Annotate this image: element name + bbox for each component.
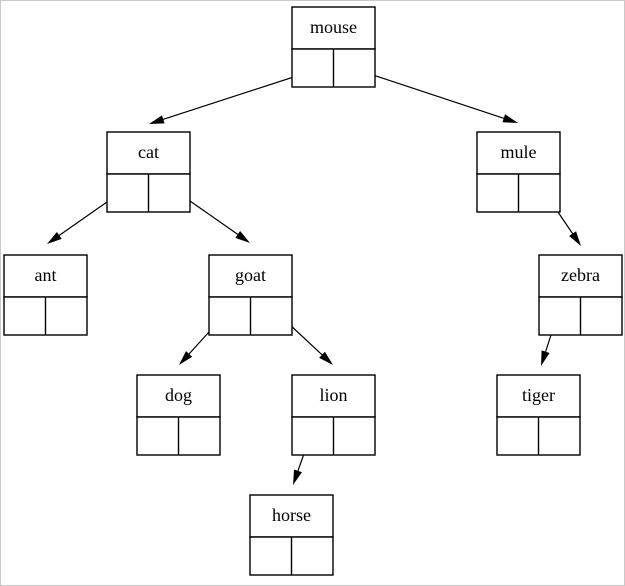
- tree-node-tiger[interactable]: tiger: [496, 374, 581, 456]
- node-label-box: [476, 131, 561, 175]
- node-label-box: [538, 254, 623, 298]
- tree-node-horse[interactable]: horse: [249, 494, 334, 576]
- tree-node-zebra[interactable]: zebra: [538, 254, 623, 336]
- node-label-box: [249, 494, 334, 538]
- node-label-box: [136, 374, 221, 418]
- node-label-text: zebra: [561, 265, 600, 285]
- arrow-head-icon: [47, 231, 62, 244]
- tree-node-cat[interactable]: cat: [106, 131, 191, 213]
- node-label-text: dog: [165, 385, 192, 405]
- tree-node-lion[interactable]: lion: [291, 374, 376, 456]
- node-label-text: horse: [272, 505, 311, 525]
- arrow-head-icon: [179, 351, 193, 365]
- node-label-box: [3, 254, 88, 298]
- arrow-head-icon: [235, 230, 250, 243]
- node-label-box: [291, 374, 376, 418]
- arrow-head-icon: [502, 114, 518, 123]
- node-label-text: mule: [501, 142, 537, 162]
- node-label-text: cat: [138, 142, 159, 162]
- node-label-text: goat: [235, 265, 266, 285]
- tree-node-mule[interactable]: mule: [476, 131, 561, 213]
- tree-node-mouse[interactable]: mouse: [291, 6, 376, 88]
- node-label-text: mouse: [310, 17, 357, 37]
- node-label-text: lion: [319, 385, 347, 405]
- arrow-head-icon: [293, 469, 302, 485]
- tree-edge-mouse-to-cat: [149, 70, 313, 124]
- node-label-box: [496, 374, 581, 418]
- node-label-text: tiger: [522, 385, 555, 405]
- edge-line: [354, 68, 506, 120]
- nodes-layer: mouse cat mule ant goat zebra dog lion tiger hors…: [3, 6, 623, 576]
- node-label-box: [291, 6, 376, 50]
- node-label-box: [208, 254, 293, 298]
- arrow-head-icon: [569, 231, 581, 246]
- edge-line: [161, 70, 313, 121]
- tree-node-goat[interactable]: goat: [208, 254, 293, 336]
- arrow-head-icon: [149, 115, 165, 124]
- arrow-head-icon: [541, 350, 550, 366]
- tree-edge-mouse-to-mule: [354, 68, 518, 123]
- tree-node-ant[interactable]: ant: [3, 254, 88, 336]
- node-label-box: [106, 131, 191, 175]
- tree-node-dog[interactable]: dog: [136, 374, 221, 456]
- arrow-head-icon: [319, 351, 333, 365]
- node-label-text: ant: [35, 265, 57, 285]
